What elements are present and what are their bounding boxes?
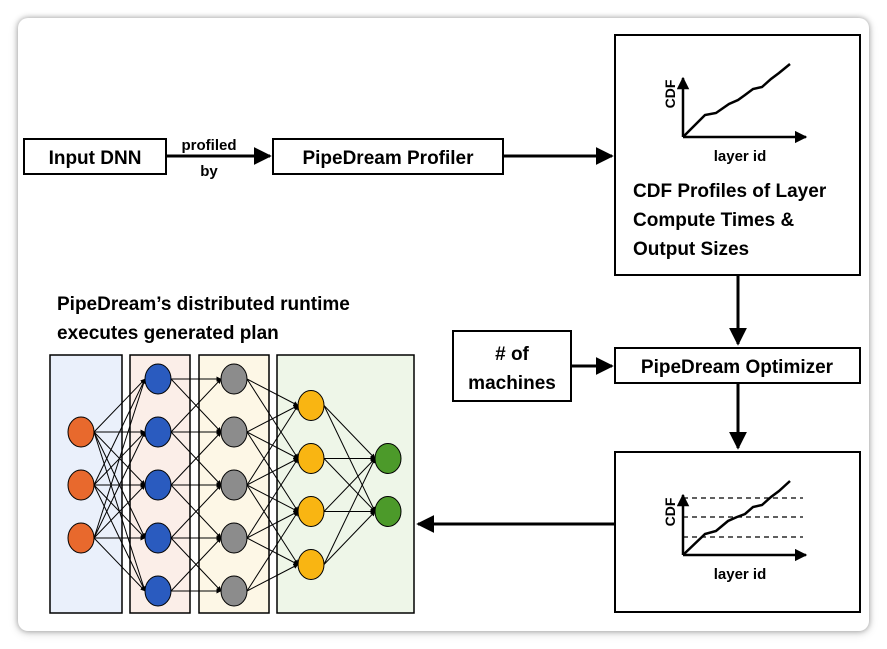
node-stage-3-4 <box>220 522 248 554</box>
edge-4-3-1 <box>323 458 376 512</box>
runtime-caption-line-2: executes generated plan <box>57 323 279 344</box>
cdf-curve <box>682 63 791 138</box>
stage-backgrounds <box>49 354 415 614</box>
cdf-caption-line-1: CDF Profiles of Layer <box>633 181 827 202</box>
node-stage-3-5 <box>220 575 248 607</box>
by-label: by <box>200 163 218 180</box>
edge-3-1-1 <box>246 378 299 406</box>
edge-2-5-4 <box>170 537 222 592</box>
edge-4-4-2 <box>323 511 376 565</box>
edge-1-3-5 <box>93 537 146 592</box>
runtime-caption-line-1: PipeDream’s distributed runtime <box>57 294 350 315</box>
edge-4-4-1 <box>323 458 376 565</box>
edge-2-2-1 <box>170 378 222 433</box>
node-stage-2-2 <box>144 416 172 448</box>
cdf-caption-line-3: Output Sizes <box>633 239 749 260</box>
optimizer-box: PipeDream Optimizer <box>614 347 861 384</box>
optimizer-label: PipeDream Optimizer <box>641 357 834 378</box>
edge-2-4-3 <box>170 484 222 539</box>
cdf-y-label: CDF <box>662 79 678 108</box>
machines-line-1: # of <box>495 344 529 365</box>
node-stage-3-2 <box>220 416 248 448</box>
profiler-box: PipeDream Profiler <box>272 138 504 175</box>
profiled-label: profiled <box>182 137 237 154</box>
node-stage-4-3 <box>297 496 325 527</box>
plan-box: CDF layer id <box>614 451 861 613</box>
plan-x-label: layer id <box>714 566 767 583</box>
edge-1-3-3 <box>93 484 146 539</box>
node-stage-3-1 <box>220 363 248 395</box>
node-stage-4-4 <box>297 549 325 580</box>
edge-1-3-1 <box>93 378 147 539</box>
input-dnn-box: Input DNN <box>23 138 167 175</box>
plan-curve <box>682 480 791 556</box>
edge-1-3-2 <box>93 431 146 539</box>
node-stage-5-1 <box>374 443 402 474</box>
cdf-caption-line-2: Compute Times & <box>633 210 794 231</box>
cdf-x-label: layer id <box>714 148 767 165</box>
edge-3-4-3 <box>246 511 299 539</box>
edge-3-5-3 <box>246 511 299 592</box>
node-stage-2-4 <box>144 522 172 554</box>
node-stage-1-2 <box>67 469 95 501</box>
stage-3-box <box>198 354 270 614</box>
network-edges <box>93 376 376 594</box>
plan-y-label: CDF <box>662 497 678 526</box>
node-stage-1-1 <box>67 416 95 448</box>
node-stage-2-3 <box>144 469 172 501</box>
node-stage-4-2 <box>297 443 325 474</box>
node-stage-4-1 <box>297 390 325 421</box>
edge-3-3-1 <box>246 405 299 486</box>
node-stage-2-1 <box>144 363 172 395</box>
machines-line-2: machines <box>468 373 556 394</box>
edge-2-3-2 <box>170 431 222 486</box>
edge-3-2-1 <box>246 405 299 433</box>
cdf-profile-box: CDF layer id CDF Profiles of Layer Compu… <box>614 34 861 276</box>
edge-3-5-4 <box>246 564 299 592</box>
profiler-label: PipeDream Profiler <box>302 148 474 169</box>
input-dnn-label: Input DNN <box>49 148 142 169</box>
edge-4-1-1 <box>323 405 376 459</box>
node-stage-5-2 <box>374 496 402 527</box>
node-stage-1-3 <box>67 522 95 554</box>
node-stage-2-5 <box>144 575 172 607</box>
edge-1-2-1 <box>93 378 146 486</box>
machines-box: # of machines <box>452 330 572 402</box>
edge-3-4-2 <box>246 458 299 539</box>
node-stage-3-3 <box>220 469 248 501</box>
profiled-by-edge: profiled by <box>166 137 272 180</box>
edge-3-3-2 <box>246 458 299 486</box>
edge-1-1-1 <box>93 378 146 433</box>
network-nodes <box>67 363 402 607</box>
stage-4-box <box>276 354 415 614</box>
